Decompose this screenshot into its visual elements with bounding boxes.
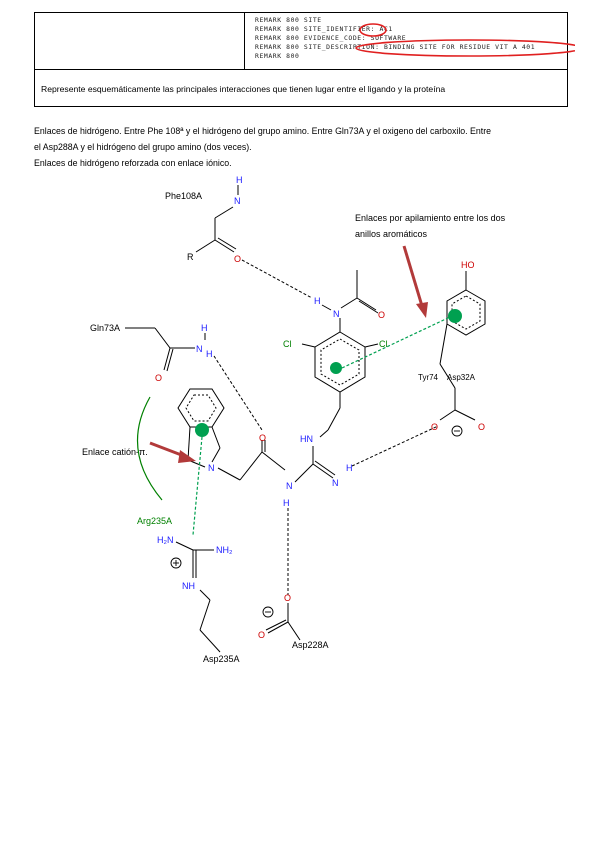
header-empty-cell xyxy=(35,13,245,69)
label-n-guan-left: N xyxy=(286,481,293,491)
header-table: REMARK 800 SITE REMARK 800 SITE_IDENTIFI… xyxy=(34,12,575,107)
remark-line: REMARK 800 EVIDENCE_CODE: SOFTWARE xyxy=(255,34,407,42)
remark-line: REMARK 800 SITE xyxy=(255,16,322,24)
label-o-asp32-right: O xyxy=(478,422,485,432)
annotation-stacking-line2: anillos aromáticos xyxy=(355,229,428,239)
question-text: Represente esquemáticamente las principa… xyxy=(41,84,446,94)
label-h-guan-right: H xyxy=(346,463,353,473)
label-n-indole: N xyxy=(208,463,215,473)
centroid-tyr xyxy=(448,309,462,323)
label-cl-left: Cl xyxy=(283,339,292,349)
centroid-indole xyxy=(195,423,209,437)
highlight-ellipse-site-description xyxy=(355,39,575,57)
label-n-gln: N xyxy=(196,344,203,354)
label-n-amide: N xyxy=(333,309,340,319)
label-o-gln: O xyxy=(155,373,162,383)
label-gln73a: Gln73A xyxy=(90,323,120,333)
cation-pi-line xyxy=(192,436,203,536)
remark-line: REMARK 800 xyxy=(255,52,300,60)
label-h-amide: H xyxy=(314,296,321,306)
plus-charge-arg xyxy=(170,557,182,569)
answer-line: Enlaces de hidrógeno reforzada con enlac… xyxy=(34,158,232,168)
label-h2n-arg: H₂N xyxy=(157,535,174,545)
label-h: H xyxy=(236,175,243,185)
arrow-head-stacking xyxy=(416,302,428,318)
label-nh-arg: NH xyxy=(182,581,195,591)
question-row: Represente esquemáticamente las principa… xyxy=(35,69,567,107)
arg-arc xyxy=(137,396,163,501)
highlight-ellipse-site-id xyxy=(359,23,387,37)
label-o-asp32-left: O xyxy=(431,422,438,432)
minus-charge-asp32 xyxy=(451,425,463,437)
annotation-stacking-line1: Enlaces por apilamiento entre los dos xyxy=(355,213,506,223)
label-n: N xyxy=(234,196,241,206)
label-o-asp228-top: O xyxy=(284,593,291,603)
minus-charge-asp228 xyxy=(262,606,274,618)
label-o-carbonyl: O xyxy=(259,433,266,443)
answer-line: el Asp288A y el hidrógeno del grupo amin… xyxy=(34,142,252,152)
label-nh2-arg: NH₂ xyxy=(216,545,233,555)
label-n-guan-right: N xyxy=(332,478,339,488)
label-h-gln-1: H xyxy=(201,323,208,333)
label-o-amide: O xyxy=(378,310,385,320)
label-phe108a: Phe108A xyxy=(165,191,202,201)
label-hn-guan: HN xyxy=(300,434,313,444)
label-h-guan-left: H xyxy=(283,498,290,508)
answer-line: Enlaces de hidrógeno. Entre Phe 108ª y e… xyxy=(34,126,492,136)
pdb-remark-cell: REMARK 800 SITE REMARK 800 SITE_IDENTIFI… xyxy=(245,13,575,69)
label-ho: HO xyxy=(461,260,475,270)
centroid-dichlorophenyl xyxy=(330,362,342,374)
arrow-head-cation-pi xyxy=(178,450,196,463)
label-cl-right: Cl xyxy=(379,339,388,349)
label-asp228a: Asp228A xyxy=(292,640,329,650)
label-arg235a: Arg235A xyxy=(137,516,172,526)
remark-line: REMARK 800 SITE_IDENTIFIER: AC1 xyxy=(255,25,393,33)
label-asp235a: Asp235A xyxy=(203,654,240,664)
label-asp-top: Asp32A xyxy=(447,373,476,382)
label-r: R xyxy=(187,252,194,262)
remark-line: REMARK 800 SITE_DESCRIPTION: BINDING SIT… xyxy=(255,43,536,51)
label-o-asp228-left: O xyxy=(258,630,265,640)
annotation-cation-pi: Enlace catión-π. xyxy=(82,447,148,457)
highlight-marks xyxy=(355,23,575,57)
label-h-gln-2: H xyxy=(206,349,213,359)
label-tyr: Tyr74 xyxy=(418,373,439,382)
label-o-phe: O xyxy=(234,254,241,264)
